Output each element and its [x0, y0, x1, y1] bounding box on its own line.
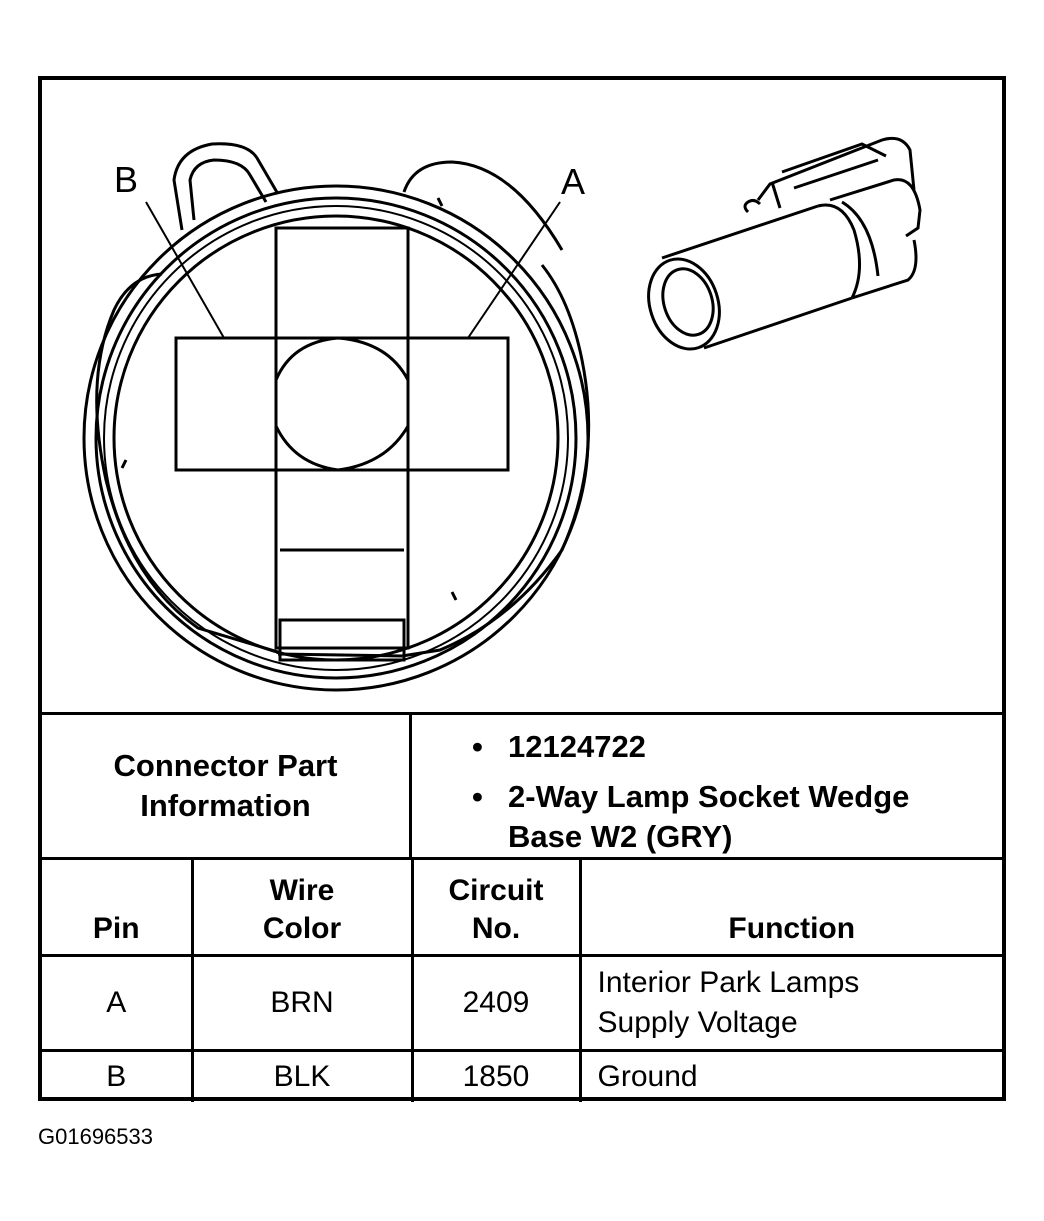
pin-b-label: B	[114, 159, 139, 200]
header-wire-color: Wire Color	[190, 860, 414, 957]
lamp-socket-side-view	[647, 136, 922, 351]
connector-part-info-values: • 12124722 • 2-Way Lamp Socket Wedge Bas…	[412, 715, 1002, 857]
header-function: Function	[578, 860, 1002, 957]
pin-a-label: A	[561, 161, 586, 202]
connector-diagram: B A	[42, 80, 1002, 712]
description-line1: 2-Way Lamp Socket Wedge	[508, 779, 910, 814]
connector-part-info-label: Connector Part Information	[42, 715, 412, 857]
connector-face-drawing	[82, 136, 922, 692]
connector-part-info-row: Connector Part Information • 12124722 • …	[42, 712, 1002, 860]
cell-circuit: 2409	[410, 953, 582, 1052]
table-row: A BRN 2409 Interior Park Lamps Supply Vo…	[42, 953, 1002, 1052]
header-pin: Pin	[42, 860, 194, 957]
cell-wire-color: BLK	[190, 1048, 414, 1102]
part-number: 12124722	[508, 729, 646, 764]
figure-id: G01696533	[38, 1124, 153, 1149]
description-line2: Base W2 (GRY)	[508, 819, 733, 854]
table-header-row: Pin Wire Color Circuit No. Function	[42, 860, 1002, 957]
cell-wire-color: BRN	[190, 953, 414, 1052]
info-label-line1: Connector Part	[113, 748, 338, 783]
connector-info-sheet: B A Connector Part Information • 1212472…	[38, 76, 1006, 1102]
cell-pin: B	[42, 1048, 194, 1102]
bullet-icon: •	[472, 779, 483, 814]
pin-table: Pin Wire Color Circuit No. Function A BR…	[42, 860, 1002, 1102]
info-label-line2: Information	[140, 788, 311, 823]
cell-function: Interior Park Lamps Supply Voltage	[578, 953, 1002, 1052]
cell-circuit: 1850	[410, 1048, 582, 1102]
cell-function: Ground	[578, 1048, 1002, 1102]
header-circuit-no: Circuit No.	[410, 860, 582, 957]
table-row: B BLK 1850 Ground	[42, 1048, 1002, 1102]
bullet-icon: •	[472, 729, 483, 764]
cell-pin: A	[42, 953, 194, 1052]
